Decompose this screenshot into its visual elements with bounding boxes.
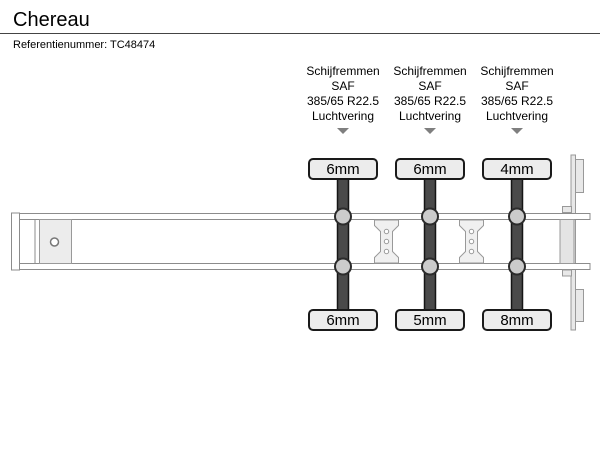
axle-3-pad-bottom-label: 8mm	[482, 309, 552, 331]
arrow-down-icon	[511, 128, 523, 134]
crossmember-2-hole	[468, 228, 475, 235]
rear-crossmember-block	[559, 219, 575, 264]
crossmember-1-hole	[383, 238, 390, 245]
spec-suspension: Luchtvering	[311, 109, 375, 123]
axle-3-suspension-circle	[508, 257, 526, 276]
axle-2-suspension-circle	[421, 207, 439, 226]
spec-axle-brand: SAF	[505, 79, 529, 93]
spec-brake-type: Schijfremmen	[393, 64, 467, 78]
front-crossmember	[11, 212, 20, 271]
chassis-rail-top	[11, 213, 591, 220]
spec-tyre-size: 385/65 R22.5	[306, 94, 380, 108]
axle-1-suspension-circle	[334, 207, 352, 226]
axle-2-pad-bottom-label: 5mm	[395, 309, 465, 331]
rear-hinge-top	[575, 159, 584, 193]
rear-bracket-bottom	[562, 269, 572, 277]
spec-brake-type: Schijfremmen	[480, 64, 554, 78]
spec-suspension: Luchtvering	[485, 109, 549, 123]
spec-tyre-size: 385/65 R22.5	[480, 94, 554, 108]
rear-bracket-top	[562, 206, 572, 213]
axle-1-suspension-circle	[334, 257, 352, 276]
crossmember-1-hole	[383, 228, 390, 235]
spec-suspension: Luchtvering	[398, 109, 462, 123]
axle-3-suspension-circle	[508, 207, 526, 226]
spec-brake-type: Schijfremmen	[306, 64, 380, 78]
axle-1-spec-column: Schijfremmen SAF 385/65 R22.5 Luchtverin…	[299, 64, 387, 134]
axle-1-pad-bottom-label: 6mm	[308, 309, 378, 331]
axle-2-pad-top-label: 6mm	[395, 158, 465, 180]
page-title: Chereau	[13, 9, 90, 31]
axle-2-suspension-circle	[421, 257, 439, 276]
rear-hinge-bottom	[575, 289, 584, 322]
axle-1-bar	[336, 175, 350, 313]
title-divider	[0, 33, 600, 34]
axle-2-bar	[423, 175, 437, 313]
spec-tyre-size: 385/65 R22.5	[393, 94, 467, 108]
spec-axle-brand: SAF	[331, 79, 355, 93]
crossmember-2-hole	[468, 248, 475, 255]
axle-1-pad-top-label: 6mm	[308, 158, 378, 180]
arrow-down-icon	[337, 128, 349, 134]
axle-3-bar	[510, 175, 524, 313]
spec-axle-brand: SAF	[418, 79, 442, 93]
axle-3-pad-top-label: 4mm	[482, 158, 552, 180]
axle-3-spec-column: Schijfremmen SAF 385/65 R22.5 Luchtverin…	[473, 64, 561, 134]
kingpin-icon	[49, 237, 60, 247]
chassis-rail-bottom	[11, 263, 591, 270]
crossmember-1-hole	[383, 248, 390, 255]
reference-number: Referentienummer: TC48474	[13, 39, 156, 51]
axle-2-spec-column: Schijfremmen SAF 385/65 R22.5 Luchtverin…	[386, 64, 474, 134]
arrow-down-icon	[424, 128, 436, 134]
crossmember-2-hole	[468, 238, 475, 245]
